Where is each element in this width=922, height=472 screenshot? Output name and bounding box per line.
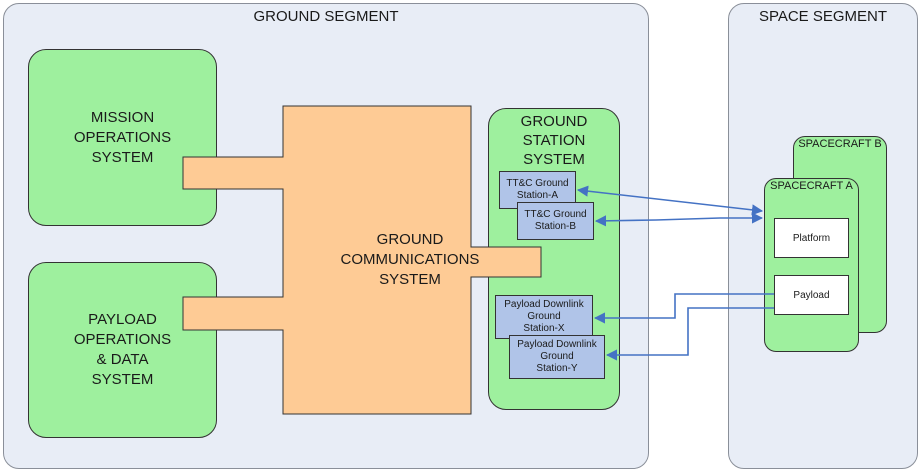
payload-ops-line-3: & DATA <box>96 351 149 368</box>
payload-y-line-1: Payload Downlink <box>517 339 597 350</box>
ttc-a-line-1: TT&C Ground <box>506 178 569 189</box>
gcs-line-2: COMMUNICATIONS <box>340 251 480 268</box>
payload-ops-line-2: OPERATIONS <box>73 331 172 348</box>
payload-downlink-station-y: Payload Downlink Ground Station-Y <box>509 335 605 379</box>
gcs-line-1: GROUND <box>376 231 444 248</box>
spacecraft-b-title: SPACECRAFT B <box>798 138 882 150</box>
mission-ops-line-1: MISSION <box>90 108 155 126</box>
payload-box: Payload <box>774 275 849 315</box>
payload-x-downlink-arrow <box>593 293 774 324</box>
gss-line-1: GROUND <box>520 113 588 130</box>
ttc-a-line-2: Station-A <box>516 190 559 201</box>
ttc-b-line-2: Station-B <box>534 221 577 232</box>
gss-line-3: SYSTEM <box>523 151 585 168</box>
payload-x-line-2: Ground <box>527 311 561 322</box>
payload-y-line-3: Station-Y <box>536 363 578 374</box>
ttc-a-link-arrow <box>576 185 764 216</box>
spacecraft-a: SPACECRAFT A <box>764 178 859 352</box>
platform-label: Platform <box>792 232 831 244</box>
payload-label: Payload <box>793 289 830 301</box>
platform-box: Platform <box>774 218 849 258</box>
mission-ops-line-2: OPERATIONS <box>73 128 172 146</box>
payload-x-line-1: Payload Downlink <box>504 299 584 310</box>
space-segment-title: SPACE SEGMENT <box>758 8 888 25</box>
ttc-b-line-1: TT&C Ground <box>524 209 587 220</box>
ttc-b-link-arrow <box>594 212 764 227</box>
payload-y-line-2: Ground <box>540 351 574 362</box>
gss-line-2: STATION <box>522 132 586 149</box>
gcs-line-3: SYSTEM <box>379 271 441 288</box>
ground-station-system-label: GROUND STATION SYSTEM <box>489 112 619 169</box>
ground-segment-title: GROUND SEGMENT <box>253 8 399 25</box>
payload-ops-line-4: SYSTEM <box>91 371 154 388</box>
spacecraft-a-title: SPACECRAFT A <box>770 180 853 192</box>
payload-y-downlink-arrow <box>605 307 774 361</box>
mission-operations-label: MISSION OPERATIONS SYSTEM <box>74 108 171 168</box>
payload-downlink-station-x: Payload Downlink Ground Station-X <box>495 295 593 339</box>
payload-x-line-3: Station-X <box>523 323 565 334</box>
mission-ops-line-3: SYSTEM <box>91 148 154 166</box>
payload-operations-label: PAYLOAD OPERATIONS & DATA SYSTEM <box>74 310 171 390</box>
payload-operations-system: PAYLOAD OPERATIONS & DATA SYSTEM <box>28 262 217 438</box>
payload-ops-line-1: PAYLOAD <box>88 311 157 328</box>
ground-communications-label: GROUND COMMUNICATIONS SYSTEM <box>283 228 537 292</box>
mission-operations-system: MISSION OPERATIONS SYSTEM <box>28 49 217 226</box>
